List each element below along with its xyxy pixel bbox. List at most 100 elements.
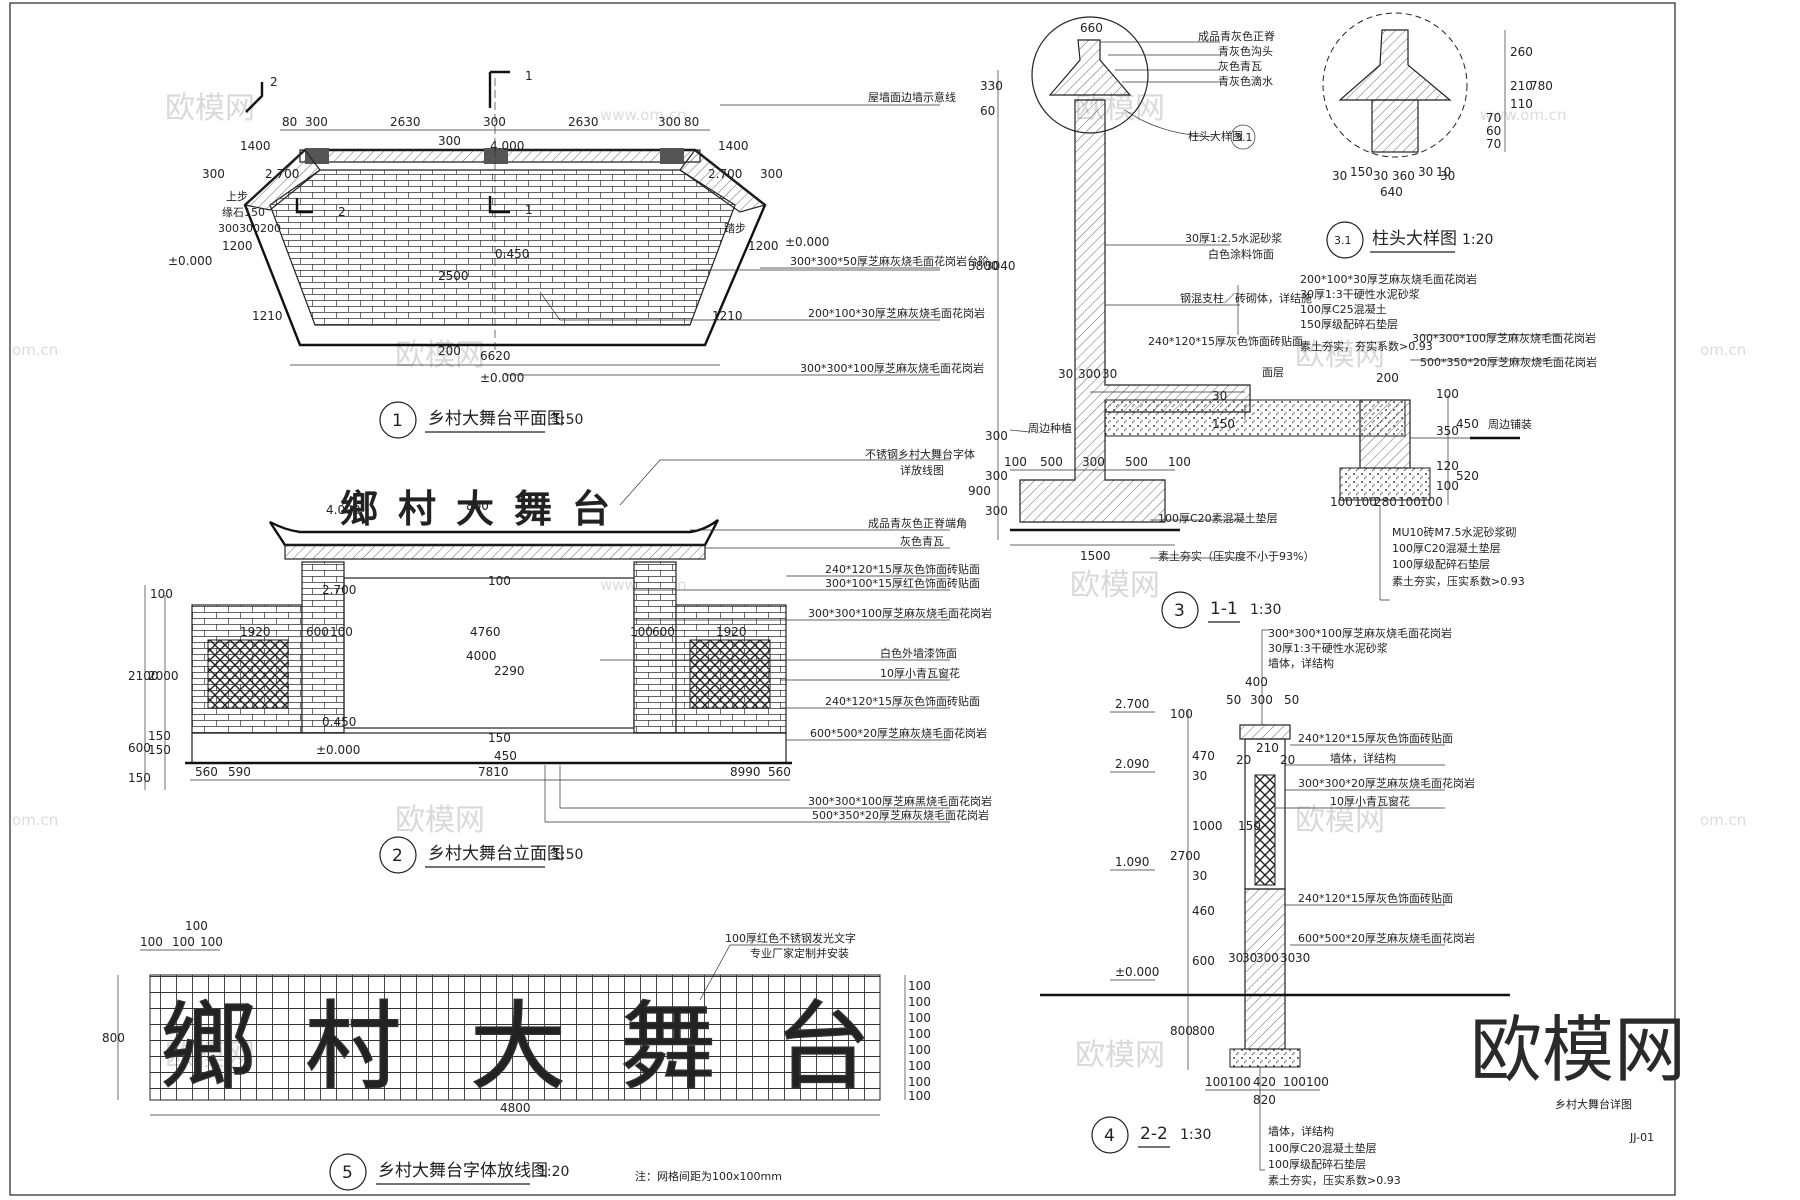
pier-cap (1239, 724, 1291, 740)
dim-label: 100 (185, 919, 208, 933)
dim-label: 600 (652, 625, 675, 639)
dim-label: 150 (1238, 819, 1261, 833)
dim-label: 100 (630, 625, 653, 639)
dim-label: 200 (1376, 371, 1399, 385)
dim-label: 3800 (968, 259, 999, 273)
level-label: 2.700 (708, 167, 742, 181)
note-text: 100厚级配碎石垫层 (1392, 557, 1490, 571)
dim-label: 210 (1510, 79, 1533, 93)
drawing-number: 4 (1104, 1126, 1115, 1146)
note-text: 300*100*15厚红色饰面砖贴面 (825, 576, 980, 590)
watermark-domain: om.cn (1700, 811, 1746, 829)
drawing-scale: 1:30 (1180, 1127, 1211, 1143)
note-text: 详放线图 (900, 463, 944, 477)
dim-label: 600 (306, 625, 329, 639)
leader-line (1259, 629, 1445, 1171)
level-label: 4.000 (326, 503, 360, 517)
detail-dims-bottom: 30 150 30 360 30 10 30 640 (1332, 165, 1455, 199)
dim-label: 150 (148, 743, 171, 757)
level-label: ±0.000 (480, 371, 524, 385)
dim-label: 1500 (1080, 549, 1111, 563)
dim-label: 30 (1058, 367, 1073, 381)
dim-label: 820 (1253, 1093, 1276, 1107)
letter-layout-drawing: 鄉 村 大 舞 台 100 100 100 100 800 4800 100 1… (102, 919, 931, 1191)
sign-text: 鄉村大舞台 (340, 487, 630, 531)
section-2-2-drawing: 2.700 2.090 1.090 ±0.000 100 470 30 1000… (1040, 626, 1510, 1187)
dim-label: 780 (1530, 79, 1553, 93)
dim-label: 590 (228, 765, 251, 779)
note-text: 240*120*15厚灰色饰面砖贴面 (825, 562, 980, 576)
drawing-number-circle (379, 836, 417, 874)
pier-lattice (1254, 774, 1276, 886)
dim-label: 30 (1192, 769, 1207, 783)
dim-label: 30 (1192, 869, 1207, 883)
note-text: 240*120*15厚灰色饰面砖贴面 (1148, 334, 1303, 348)
drawing-title: 乡村大舞台立面图 (428, 844, 564, 864)
note-text: 素土夯实，夯实系数>0.93 (1300, 339, 1433, 353)
level-label: 2.700 (322, 583, 356, 597)
dim-label: 100 (1436, 479, 1459, 493)
grid-dims-top: 100 100 100 100 (140, 919, 223, 951)
dim-label: 210 (1256, 741, 1279, 755)
dim-label: 800 (466, 499, 489, 513)
note-text: 240*120*15厚灰色饰面砖贴面 (1298, 891, 1453, 905)
section-dims-bottom: 100 500 300 500 100 1500 (1004, 455, 1191, 563)
note-text: 墙体，详结构 (1268, 1124, 1334, 1138)
note-text: 500*350*20厚芝麻灰烧毛面花岗岩 (1420, 355, 1597, 369)
step-dim: 缘石150 (222, 206, 265, 219)
dim-label: 4760 (470, 625, 501, 639)
dim-label: 8990 (730, 765, 761, 779)
plan-top-dims: 80 300 2630 300 2630 300 80 (282, 115, 699, 129)
watermark-domain: om.cn (1700, 341, 1746, 359)
note-text: 500*350*20厚芝麻灰烧毛面花岗岩 (812, 808, 989, 822)
dim-label: 300 (985, 504, 1008, 518)
dim-label: 100 (1004, 455, 1027, 469)
plan-notes: 屋墙面边墙示意线 300*300*50厚芝麻灰烧毛面花岗岩台阶 200*100*… (790, 90, 989, 375)
dim-label: 30 (1102, 367, 1117, 381)
dim-label: 70 (1486, 111, 1501, 125)
note-text: 白色涂料饰面 (1208, 247, 1274, 261)
watermark-brand: 欧模网 (1070, 568, 1160, 603)
dim-label: 100 (908, 1043, 931, 1057)
dim-label: 100 (908, 1075, 931, 1089)
note-text: 100厚C20素混凝土垫层 (1158, 511, 1278, 525)
dim-label: 420 (1253, 1075, 1276, 1089)
dim-label: 300 (438, 134, 461, 148)
dim-label: 7810 (478, 765, 509, 779)
dim-label: 80 (684, 115, 699, 129)
leader-line (699, 944, 820, 1001)
dim-label: 30 (1242, 951, 1257, 965)
pier-dims-mid: 210 20 20 150 30 30 300 30 30 (1228, 741, 1310, 965)
note-text: 钢混支柱／砖砌体，详结施 (1180, 291, 1312, 305)
dim-label: 1920 (240, 625, 271, 639)
drawing-number: 3.1 (1334, 234, 1352, 247)
drawing-number: 1 (392, 411, 403, 431)
detail-dims-right: 260 210 110 780 70 60 70 (1486, 45, 1553, 151)
column-cap (1048, 39, 1132, 96)
dim-label: 100 (1420, 495, 1443, 509)
level-label: 0.450 (495, 247, 529, 261)
dim-label: 800 (1192, 1024, 1215, 1038)
pier-shaft-lower (1244, 888, 1286, 1050)
dim-label: 100 (908, 979, 931, 993)
plan-levels: 4.000 2.700 2.700 ±0.000 ±0.000 ±0.000 0… (168, 139, 829, 385)
drawing-title: 乡村大舞台字体放线图 (378, 1161, 548, 1181)
dim-label: 600 (1192, 954, 1215, 968)
level-mark (1110, 711, 1155, 981)
leader-line (544, 459, 950, 823)
note-text: 屋墙面边墙示意线 (868, 90, 956, 104)
dim-label: 280 (1374, 495, 1397, 509)
grid-letter: 村 (305, 991, 401, 1103)
leader-line (505, 104, 940, 376)
dim-label: 1400 (718, 139, 749, 153)
note-text: 青灰色沟头 (1218, 44, 1273, 58)
dim-label: 100 (1228, 1075, 1251, 1089)
dim-label: 300 (202, 167, 225, 181)
dim-label: 560 (195, 765, 218, 779)
dim-label: 500 (1125, 455, 1148, 469)
section-mark-label: 1 (525, 69, 533, 83)
note-text: 100厚级配碎石垫层 (1268, 1157, 1366, 1171)
dim-label: 300 (483, 115, 506, 129)
grid-letter: 鄉 (160, 991, 256, 1103)
dim-label: 30 (1332, 169, 1347, 183)
